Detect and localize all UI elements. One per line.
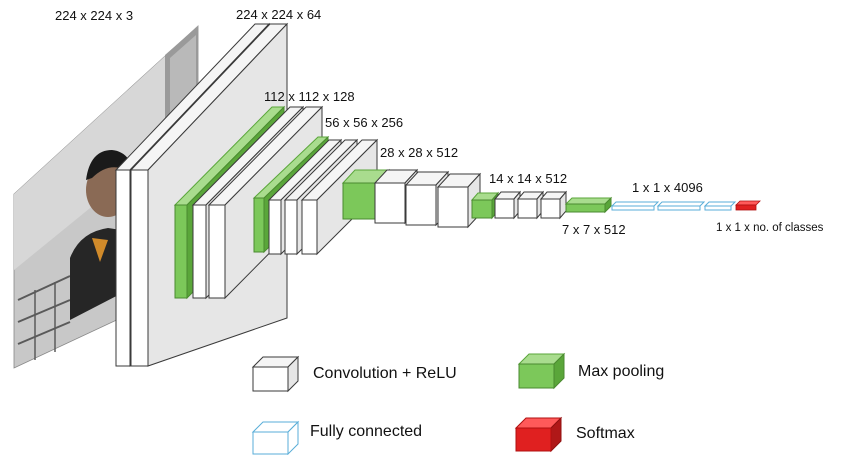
legend-conv-label: Convolution + ReLU — [313, 365, 457, 382]
block5-conv-2 — [516, 190, 545, 220]
label-block2-dims: 112 x 112 x 128 — [264, 89, 355, 104]
legend: Convolution + ReLU Max pooling Fully con… — [251, 352, 664, 456]
legend-pool-swatch — [517, 352, 566, 390]
block3-layers — [252, 135, 379, 256]
legend-pool-label: Max pooling — [578, 363, 664, 380]
fc-layers — [610, 201, 737, 211]
legend-fc-label: Fully connected — [310, 423, 422, 440]
label-input-dims: 224 x 224 x 3 — [55, 8, 133, 23]
fc-1 — [610, 201, 660, 211]
label-output-dims: 1 x 1 x no. of classes — [716, 222, 824, 234]
label-block4-dims: 28 x 28 x 512 — [380, 145, 458, 160]
block4-layers — [341, 168, 482, 229]
legend-softmax-label: Softmax — [576, 425, 635, 442]
fc-3 — [703, 201, 737, 211]
block5-layers — [470, 190, 568, 220]
final-pool — [564, 196, 613, 214]
block5-pool — [470, 191, 500, 220]
legend-conv-swatch — [251, 355, 300, 393]
block4-conv-3 — [436, 172, 482, 229]
label-pool5-dims: 7 x 7 x 512 — [562, 222, 626, 237]
block5-conv-3 — [539, 190, 568, 220]
block5-conv-1 — [493, 190, 522, 220]
legend-softmax-swatch — [514, 416, 563, 453]
label-fc-dims: 1 x 1 x 4096 — [632, 180, 703, 195]
fc-2 — [656, 201, 706, 211]
label-block3-dims: 56 x 56 x 256 — [325, 115, 403, 130]
legend-fc-swatch — [251, 420, 300, 456]
label-block5-dims: 14 x 14 x 512 — [489, 171, 567, 186]
softmax-layer — [735, 200, 761, 211]
label-block1-dims: 224 x 224 x 64 — [236, 7, 321, 22]
